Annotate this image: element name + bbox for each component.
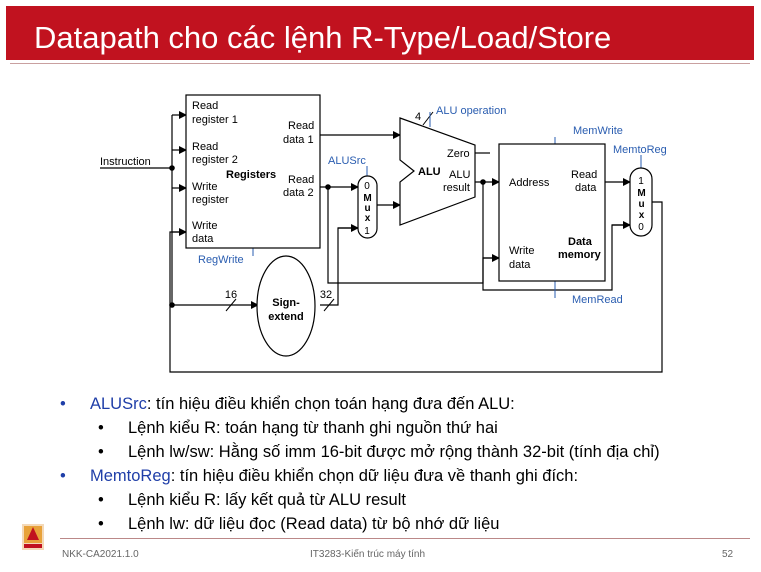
alu-zero-label: Zero: [447, 148, 470, 160]
memwrite-signal: MemWrite: [573, 125, 623, 137]
bullet-keyword: ALUSrc: [90, 395, 147, 413]
junction-dots: [169, 165, 486, 308]
alusrc-mux-letter-m: M: [363, 193, 371, 204]
memory-write-data-label-2: data: [509, 259, 531, 271]
sub-bullet-text: Lệnh kiểu R: lấy kết quả từ ALU result: [128, 491, 406, 509]
alusrc-mux: [357, 175, 378, 239]
alu-result-label: ALU: [449, 169, 470, 181]
memtoreg-mux: [629, 167, 653, 237]
bullet-dot: •: [98, 419, 104, 437]
bits-out-label: 32: [320, 289, 332, 301]
footer-left: NKK-CA2021.1.0: [62, 549, 139, 560]
memory-read-data-label: Read: [571, 169, 597, 181]
alu-result-label-2: result: [443, 182, 470, 194]
registers-name: Registers: [226, 169, 276, 181]
footer-divider: [60, 538, 750, 539]
sub-bullet-text: Lệnh lw/sw: Hằng số imm 16-bit được mở r…: [128, 443, 660, 461]
title-bar: Datapath cho các lệnh R-Type/Load/Store: [6, 6, 754, 60]
title-divider: [10, 63, 750, 64]
registers-labels: Read register 1 Read register 2 Write re…: [192, 100, 314, 245]
alu-name: ALU: [418, 166, 441, 178]
memtoreg-mux-letter-m: M: [637, 188, 645, 199]
bullet-keyword: MemtoReg: [90, 467, 171, 485]
slide-title: Datapath cho các lệnh R-Type/Load/Store: [34, 20, 612, 55]
instruction-label: Instruction: [100, 156, 151, 168]
sub-bullet: • Lệnh lw/sw: Hằng số imm 16-bit được mở …: [60, 440, 750, 464]
sign-extend-label: Sign-: [272, 297, 300, 309]
bullet-list: • ALUSrc: tín hiệu điều khiển chọn toán h…: [60, 392, 750, 536]
sub-bullet-text: Lệnh lw: dữ liệu đọc (Read data) từ bộ n…: [128, 515, 500, 533]
bullet-memtoreg: • MemtoReg: tín hiệu điều khiển chọn dữ l…: [60, 464, 750, 488]
bits-in-label: 16: [225, 289, 237, 301]
regwrite-signal: RegWrite: [198, 254, 244, 266]
university-logo: [22, 524, 44, 550]
bullet-dot: •: [60, 467, 66, 485]
write-register-label-2: register: [192, 194, 229, 206]
bullet-alusrc: • ALUSrc: tín hiệu điều khiển chọn toán h…: [60, 392, 750, 416]
read-register1-label: Read: [192, 100, 218, 112]
memtoreg-mux-letter-u: u: [638, 199, 644, 210]
bullet-dot: •: [98, 491, 104, 509]
bullet-text: : tín hiệu điều khiển chọn dữ liệu đưa v…: [170, 467, 579, 485]
alusrc-mux-in0: 0: [364, 181, 370, 192]
memtoreg-signal: MemtoReg: [613, 144, 667, 156]
read-register2-label: Read: [192, 141, 218, 153]
read-data2-label: Read: [288, 174, 314, 186]
read-register1-label-2: register 1: [192, 114, 238, 126]
memory-name-2: memory: [558, 249, 602, 261]
read-data1-label: Read: [288, 120, 314, 132]
bit-width-marks: [225, 111, 434, 312]
bullet-text: : tín hiệu điều khiển chọn toán hạng đưa…: [146, 395, 515, 413]
page-number: 52: [722, 549, 734, 560]
memread-signal: MemRead: [572, 294, 623, 306]
bullet-dot: •: [98, 515, 104, 533]
memory-write-data-label: Write: [509, 245, 534, 257]
footer-center: IT3283-Kiến trúc máy tính: [310, 549, 426, 560]
sub-bullet: • Lệnh lw: dữ liệu đọc (Read data) từ bộ …: [60, 512, 750, 536]
registers-block: [185, 94, 321, 249]
data-memory-block: [498, 143, 606, 282]
bullet-dot: •: [98, 443, 104, 461]
memory-address-label: Address: [509, 177, 550, 189]
memtoreg-mux-letter-x: x: [639, 210, 645, 221]
write-register-label: Write: [192, 181, 217, 193]
alu-operation-signal: ALU operation: [436, 105, 506, 117]
alu-unit: [399, 117, 476, 226]
control-lines: [252, 112, 642, 298]
bullet-dot: •: [60, 395, 66, 413]
sub-bullet: • Lệnh kiểu R: toán hạng từ thanh ghi ngu…: [60, 416, 750, 440]
alusrc-mux-letter-u: u: [364, 203, 370, 214]
memtoreg-mux-in0: 0: [638, 222, 644, 233]
reg-write-data-label-2: data: [192, 233, 214, 245]
read-data2-label-2: data 2: [283, 187, 314, 199]
alu-op-bits: 4: [415, 111, 421, 123]
sign-extend-label-2: extend: [268, 311, 303, 323]
read-register2-label-2: register 2: [192, 154, 238, 166]
memory-read-data-label-2: data: [575, 182, 597, 194]
reg-write-data-label: Write: [192, 220, 217, 232]
sub-bullet-text: Lệnh kiểu R: toán hạng từ thanh ghi nguồ…: [128, 419, 498, 437]
sub-bullet: • Lệnh kiểu R: lấy kết quả từ ALU result: [60, 488, 750, 512]
alusrc-signal: ALUSrc: [328, 155, 366, 167]
alusrc-mux-letter-x: x: [365, 213, 371, 224]
memtoreg-mux-in1: 1: [638, 176, 644, 187]
memory-name: Data: [568, 236, 593, 248]
alusrc-mux-in1: 1: [364, 226, 370, 237]
read-data1-label-2: data 1: [283, 134, 314, 146]
sign-extend-unit: [256, 255, 316, 357]
